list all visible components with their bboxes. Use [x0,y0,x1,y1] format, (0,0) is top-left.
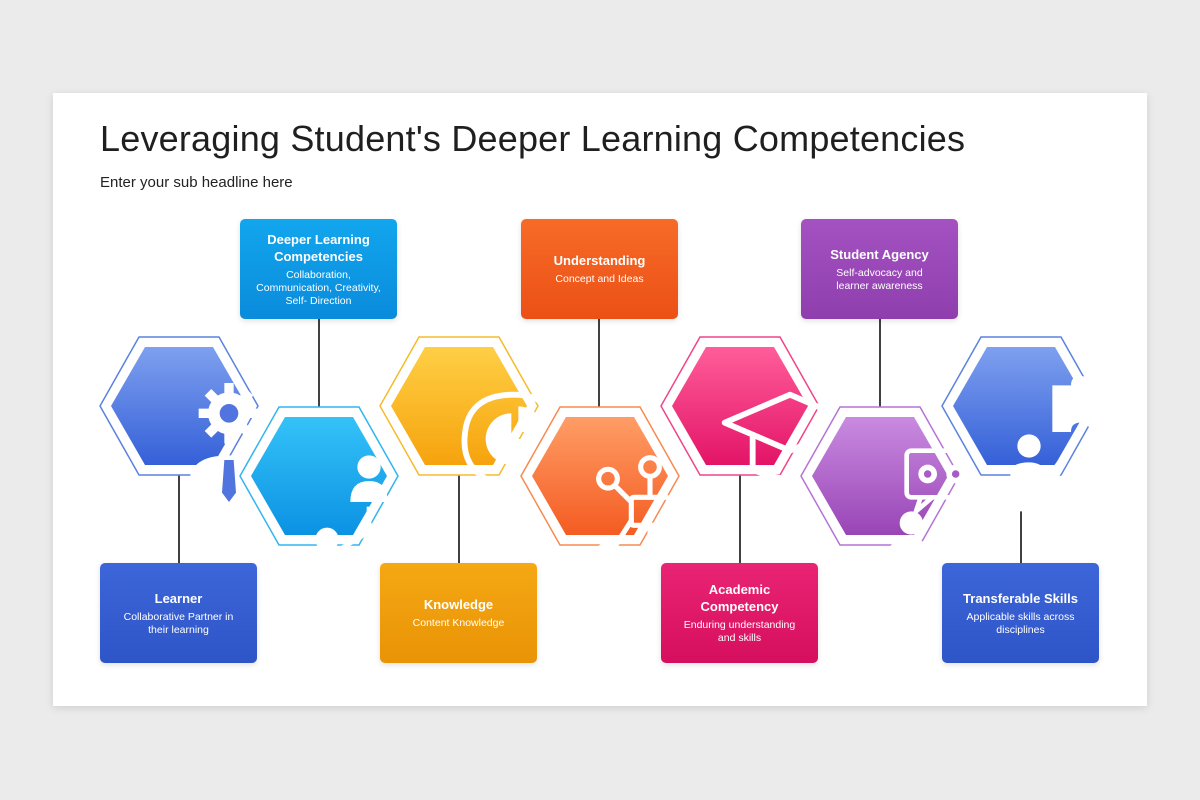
team-network-icon [289,446,430,577]
card-student-agency: Student Agency Self-advocacy and learner… [801,219,958,319]
card-description: Applicable skills across disciplines [966,610,1075,636]
puzzle-people-icon [991,376,1127,512]
student-agency-hexagon [800,406,979,582]
understanding-hexagon [520,406,704,577]
card-description: Self-advocacy and learner awareness [836,266,923,292]
transferable-skills-hexagon [941,336,1127,512]
deeper-learning-hexagon [239,406,430,577]
card-description: Concept and Ideas [555,273,644,285]
card-title: Deeper Learning Competencies [267,231,370,264]
presenter-gears-icon [850,446,979,582]
card-academic-competency: Academic Competency Enduring understandi… [661,563,818,663]
flowchart-icon [570,446,704,577]
card-knowledge: Knowledge Content Knowledge [380,563,537,663]
card-transferable-skills: Transferable Skills Applicable skills ac… [942,563,1099,663]
card-title: Learner [154,590,203,606]
page-title: Leveraging Student's Deeper Learning Com… [100,118,966,159]
card-understanding: Understanding Concept and Ideas [521,219,678,319]
head-chart-icon [429,376,568,502]
knowledge-hexagon [379,336,568,502]
card-description: Collaboration, Communication, Creativity… [256,268,381,307]
card-title: Transferable Skills [963,590,1078,606]
person-gear-icon [149,376,269,512]
card-learner: Learner Collaborative Partner in their l… [100,563,257,663]
learner-hexagon [99,336,269,512]
card-deeper-learning-competencies: Deeper Learning Competencies Collaborati… [240,219,397,319]
card-description: Enduring understanding and skills [683,619,796,644]
graduation-cap-icon [710,376,859,493]
academic-competency-hexagon [660,336,859,493]
card-title: Academic Competency [700,582,779,614]
page-subtitle: Enter your sub headline here [100,174,293,191]
card-title: Student Agency [830,246,929,262]
card-title: Knowledge [423,597,494,612]
card-title: Understanding [553,253,646,268]
card-description: Content Knowledge [412,617,505,629]
card-description: Collaborative Partner in their learning [123,610,234,636]
